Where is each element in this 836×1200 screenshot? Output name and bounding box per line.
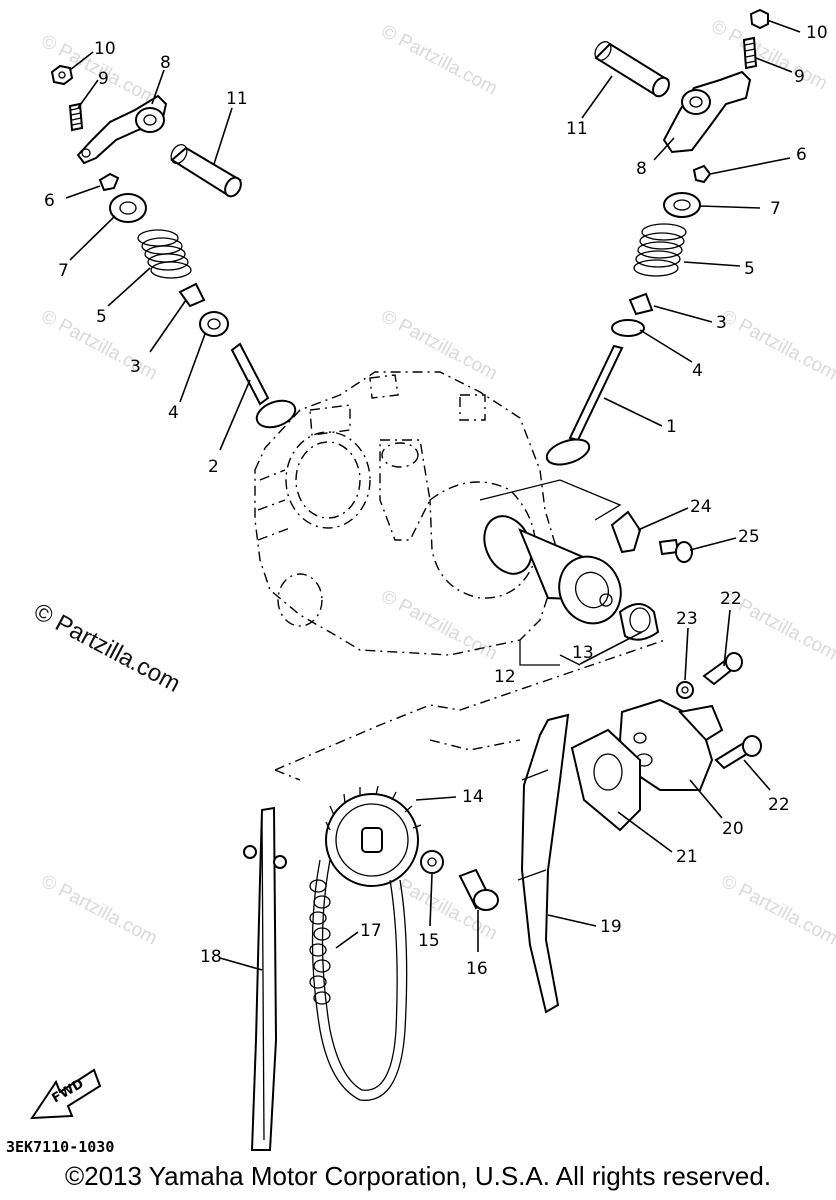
part-label-23: 23 xyxy=(676,609,698,629)
part-label-2: 2 xyxy=(208,457,219,477)
catalog-code: 3EK7110-1030 xyxy=(6,1138,115,1156)
part-label-11: 11 xyxy=(226,89,248,109)
right-valve-train xyxy=(545,8,769,466)
part-labels: 10 9 8 11 6 7 5 3 4 2 10 9 11 8 6 7 5 3 … xyxy=(44,23,828,979)
part-label-4: 4 xyxy=(692,361,703,381)
part-label-9: 9 xyxy=(794,67,805,87)
watermark-text: © Partzilla.com xyxy=(718,306,836,385)
part-label-8: 8 xyxy=(160,53,171,73)
watermark-text: © Partzilla.com xyxy=(38,871,161,950)
part-label-22: 22 xyxy=(768,795,790,815)
camshaft-assembly xyxy=(479,479,693,666)
part-label-14: 14 xyxy=(462,787,484,807)
part-label-8: 8 xyxy=(636,159,647,179)
part-label-7: 7 xyxy=(770,199,781,219)
part-label-25: 25 xyxy=(738,527,760,547)
part-label-3: 3 xyxy=(716,313,727,333)
part-label-21: 21 xyxy=(676,847,698,867)
part-label-20: 20 xyxy=(722,819,744,839)
left-valve-train xyxy=(50,64,297,429)
part-label-5: 5 xyxy=(96,307,107,327)
part-label-24: 24 xyxy=(690,497,712,517)
watermark-text: © Partzilla.com xyxy=(378,306,501,385)
copyright-notice: ©2013 Yamaha Motor Corporation, U.S.A. A… xyxy=(64,1161,772,1191)
part-label-11: 11 xyxy=(566,119,588,139)
watermark-text: © Partzilla.com xyxy=(718,871,836,950)
part-label-13: 13 xyxy=(572,643,594,663)
part-label-15: 15 xyxy=(418,931,440,951)
part-label-4: 4 xyxy=(168,403,179,423)
part-label-6: 6 xyxy=(796,145,807,165)
watermarks: © Partzilla.com © Partzilla.com © Partzi… xyxy=(38,16,836,950)
part-label-18: 18 xyxy=(200,947,222,967)
watermark-text: © Partzilla.com xyxy=(378,586,501,665)
part-label-17: 17 xyxy=(360,921,382,941)
part-label-3: 3 xyxy=(130,357,141,377)
part-label-16: 16 xyxy=(466,959,488,979)
part-label-10: 10 xyxy=(806,23,828,43)
part-label-1: 1 xyxy=(666,417,677,437)
leader-lines xyxy=(65,19,801,971)
part-label-5: 5 xyxy=(744,259,755,279)
part-label-22: 22 xyxy=(720,589,742,609)
part-label-7: 7 xyxy=(58,261,69,281)
timing-chain-system xyxy=(243,639,762,1151)
part-label-12: 12 xyxy=(494,667,516,687)
part-label-19: 19 xyxy=(600,917,622,937)
part-label-9: 9 xyxy=(98,69,109,89)
part-label-6: 6 xyxy=(44,191,55,211)
watermark-text: © Partzilla.com xyxy=(378,21,501,100)
fwd-arrow: FWD xyxy=(30,1068,102,1120)
part-label-10: 10 xyxy=(94,39,116,59)
